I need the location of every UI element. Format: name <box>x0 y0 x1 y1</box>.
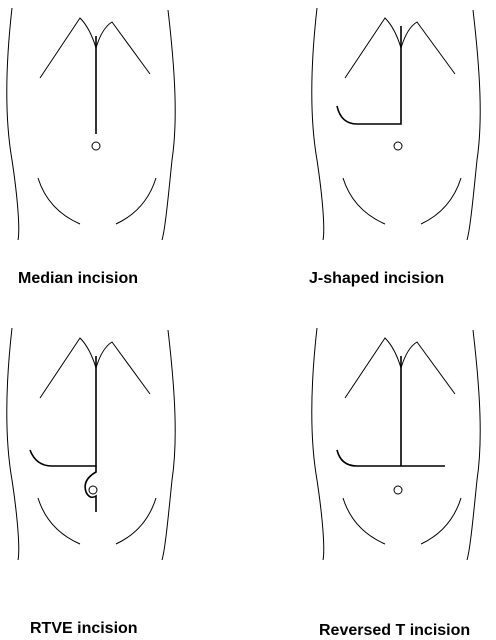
left-inguinal-line <box>343 178 385 224</box>
rib-margin <box>40 18 150 78</box>
torso-right-side <box>162 10 175 240</box>
caption-reversed-t: Reversed T incision <box>319 622 470 640</box>
reversed-t-incision-panel: Reversed T incision <box>305 320 496 580</box>
rib-margin <box>345 18 455 78</box>
rib-margin <box>40 338 150 398</box>
torso-right-side <box>162 330 175 560</box>
torso-left-side <box>312 8 324 240</box>
right-inguinal-line <box>421 498 461 544</box>
caption-j-shaped: J-shaped incision <box>309 270 444 288</box>
left-inguinal-line <box>38 498 80 544</box>
median-incision-panel: Median incision <box>0 0 200 260</box>
umbilicus <box>394 486 402 494</box>
torso-right-side <box>467 330 480 560</box>
j-shaped-incision-panel: J-shaped incision <box>305 0 496 260</box>
torso-left-side <box>7 8 19 240</box>
right-inguinal-line <box>421 178 461 224</box>
caption-rtve: RTVE incision <box>30 620 138 638</box>
rtve-incision-diagram <box>0 320 200 560</box>
right-inguinal-line <box>116 178 156 224</box>
median-incision-diagram <box>0 0 200 240</box>
j-shaped-incision-diagram <box>305 0 496 240</box>
right-inguinal-line <box>116 498 156 544</box>
torso-right-side <box>467 10 480 240</box>
umbilicus <box>89 486 97 494</box>
rtve-incision-line <box>30 356 96 466</box>
caption-median: Median incision <box>18 270 138 288</box>
left-inguinal-line <box>38 178 80 224</box>
reversed-t-left-arm <box>337 450 401 466</box>
torso-left-side <box>312 328 324 560</box>
umbilicus <box>394 142 402 150</box>
reversed-t-incision-diagram <box>305 320 496 560</box>
rtve-incision-panel: RTVE incision <box>0 320 200 580</box>
rib-margin <box>345 338 455 398</box>
umbilicus <box>92 142 100 150</box>
torso-left-side <box>7 328 19 560</box>
left-inguinal-line <box>343 498 385 544</box>
